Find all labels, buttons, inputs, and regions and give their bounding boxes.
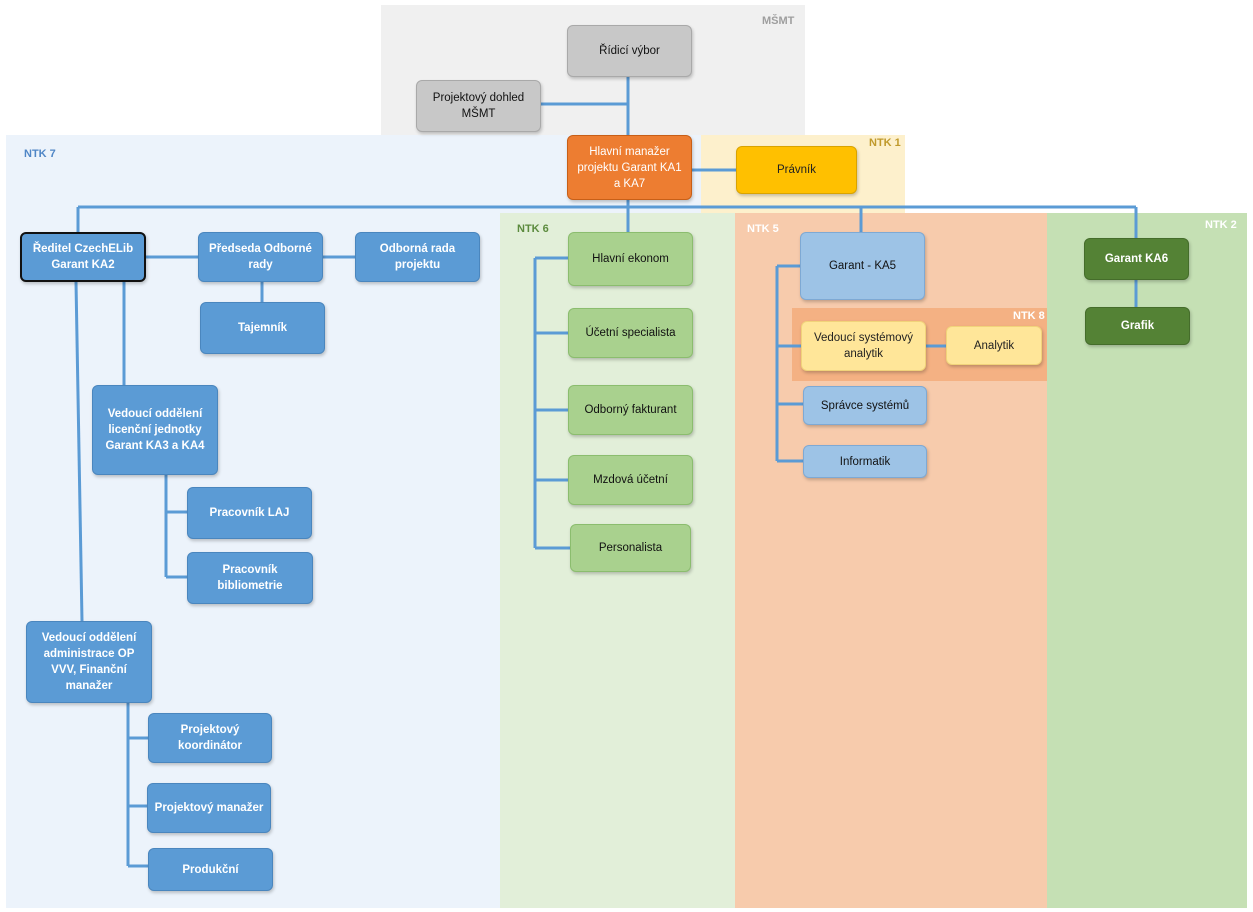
hlavni-ekonom-box: Hlavní ekonom bbox=[568, 232, 693, 286]
grafik-box: Grafik bbox=[1085, 307, 1190, 345]
pracovnik-bibliometrie-box: Pracovník bibliometrie bbox=[187, 552, 313, 604]
region-label-msmt: MŠMT bbox=[762, 15, 795, 27]
connector-group bbox=[74, 76, 1138, 868]
vedouci-licencni-box: Vedoucí oddělení licenční jednotky Garan… bbox=[92, 385, 218, 475]
personalista-box: Personalista bbox=[570, 524, 691, 572]
connector bbox=[74, 281, 84, 622]
region-label-ntk7: NTK 7 bbox=[24, 148, 56, 160]
region-label-ntk1: NTK 1 bbox=[869, 137, 901, 149]
hlavni-manazer-box: Hlavní manažer projektu Garant KA1 a KA7 bbox=[567, 135, 692, 200]
informatik-box: Informatik bbox=[803, 445, 927, 478]
tajemnik-box: Tajemník bbox=[200, 302, 325, 354]
region-label-ntk5: NTK 5 bbox=[747, 223, 779, 235]
region-label-ntk8: NTK 8 bbox=[1013, 310, 1045, 322]
garant-ka6-box: Garant KA6 bbox=[1084, 238, 1189, 280]
projektovy-manazer-box: Projektový manažer bbox=[147, 783, 271, 833]
pravnik-box: Právník bbox=[736, 146, 857, 194]
pracovnik-laj-box: Pracovník LAJ bbox=[187, 487, 312, 539]
spravce-systemu-box: Správce systémů bbox=[803, 386, 927, 425]
region-label-ntk2: NTK 2 bbox=[1205, 219, 1237, 231]
predseda-odborne-rady-box: Předseda Odborné rady bbox=[198, 232, 323, 282]
reditel-czechelib-box: Ředitel CzechELib Garant KA2 bbox=[20, 232, 146, 282]
mzdova-ucetni-box: Mzdová účetní bbox=[568, 455, 693, 505]
odborna-rada-box: Odborná rada projektu bbox=[355, 232, 480, 282]
garant-ka5-box: Garant - KA5 bbox=[800, 232, 925, 300]
projektovy-koordinator-box: Projektový koordinátor bbox=[148, 713, 272, 763]
ridici-vybor-box: Řídicí výbor bbox=[567, 25, 692, 77]
odborny-fakturant-box: Odborný fakturant bbox=[568, 385, 693, 435]
produkcni-box: Produkční bbox=[148, 848, 273, 891]
vedouci-administrace-box: Vedoucí oddělení administrace OP VVV, Fi… bbox=[26, 621, 152, 703]
ucetni-specialista-box: Účetní specialista bbox=[568, 308, 693, 358]
region-label-ntk6: NTK 6 bbox=[517, 223, 549, 235]
analytik-box: Analytik bbox=[946, 326, 1042, 365]
vedouci-systemovy-analytik-box: Vedoucí systémový analytik bbox=[801, 321, 926, 371]
projektovy-dohled-box: Projektový dohled MŠMT bbox=[416, 80, 541, 132]
